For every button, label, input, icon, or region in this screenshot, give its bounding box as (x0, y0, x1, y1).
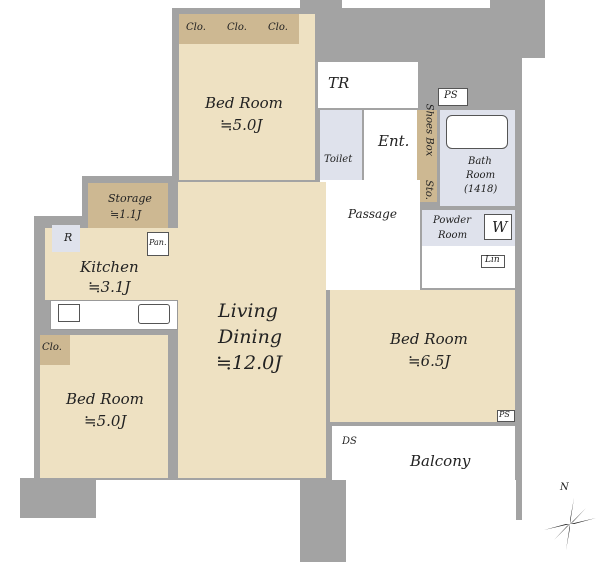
refrigerator-label: R (64, 231, 73, 244)
tr-label: TR (328, 74, 350, 92)
lin-label: Lin (485, 255, 500, 265)
living-label: Living (218, 300, 278, 322)
bath-line3: (1418) (464, 184, 498, 195)
bath-line2: Room (466, 170, 496, 181)
washer (484, 214, 512, 240)
closet-label: Clo. (227, 22, 247, 33)
powder-line2: Room (438, 230, 468, 241)
storage-size: ≒1.1J (110, 208, 142, 221)
closet-left-label: Clo. (42, 342, 62, 353)
balcony-label: Balcony (410, 452, 471, 470)
bed-left-size: ≒5.0J (84, 412, 127, 430)
stove (58, 304, 80, 322)
living-size: ≒12.0J (216, 352, 282, 374)
closet-label: Clo. (186, 22, 206, 33)
bed-right-name: Bed Room (390, 330, 468, 348)
wall-pillar-bottom (300, 478, 346, 562)
closet-left (40, 335, 70, 365)
ds-label: DS (342, 436, 357, 447)
room-storage (88, 183, 168, 228)
closets-top (179, 14, 299, 44)
kitchen-name: Kitchen (80, 258, 139, 276)
balcony-lower (96, 480, 300, 565)
room-passage (320, 180, 420, 290)
wall-balcony-right (515, 410, 522, 520)
ps-box-right (497, 410, 515, 422)
bed-left-name: Bed Room (66, 390, 144, 408)
toilet-label: Toilet (324, 154, 353, 165)
balcony-lower-right (346, 480, 516, 520)
entrance-label: Ent. (378, 132, 410, 150)
room-bed-right (330, 290, 515, 422)
bed-top-name: Bed Room (205, 94, 283, 112)
bathtub (446, 115, 508, 149)
room-living-dining (178, 182, 326, 478)
ps-right-label: PS (499, 410, 510, 419)
sto-label: Sto. (422, 180, 434, 200)
shoes-box (417, 110, 437, 202)
room-toilet (320, 110, 362, 180)
bath-line1: Bath (468, 156, 492, 167)
kitchen-size: ≒3.1J (88, 278, 131, 296)
bed-right-size: ≒6.5J (408, 352, 451, 370)
sink (138, 304, 170, 324)
dining-label: Dining (218, 326, 283, 348)
powder-line1: Powder (433, 215, 472, 226)
storage-name: Storage (108, 192, 152, 205)
pantry-label: Pan. (149, 238, 167, 247)
lin-box (481, 255, 505, 268)
compass-rose-icon (544, 498, 596, 550)
wall-bottom-left (20, 478, 96, 518)
pantry-box (147, 232, 169, 256)
washer-label: W (492, 218, 508, 236)
ps-label: PS (444, 90, 458, 101)
shoes-box-label: Shoes Box (423, 103, 435, 157)
refrigerator (52, 225, 80, 252)
ps-box (438, 88, 468, 106)
tr-area (318, 62, 418, 108)
passage-label: Passage (348, 207, 397, 221)
balcony (332, 426, 515, 480)
closet-label: Clo. (268, 22, 288, 33)
compass-north-label: N (560, 482, 569, 493)
bed-top-size: ≒5.0J (220, 116, 263, 134)
